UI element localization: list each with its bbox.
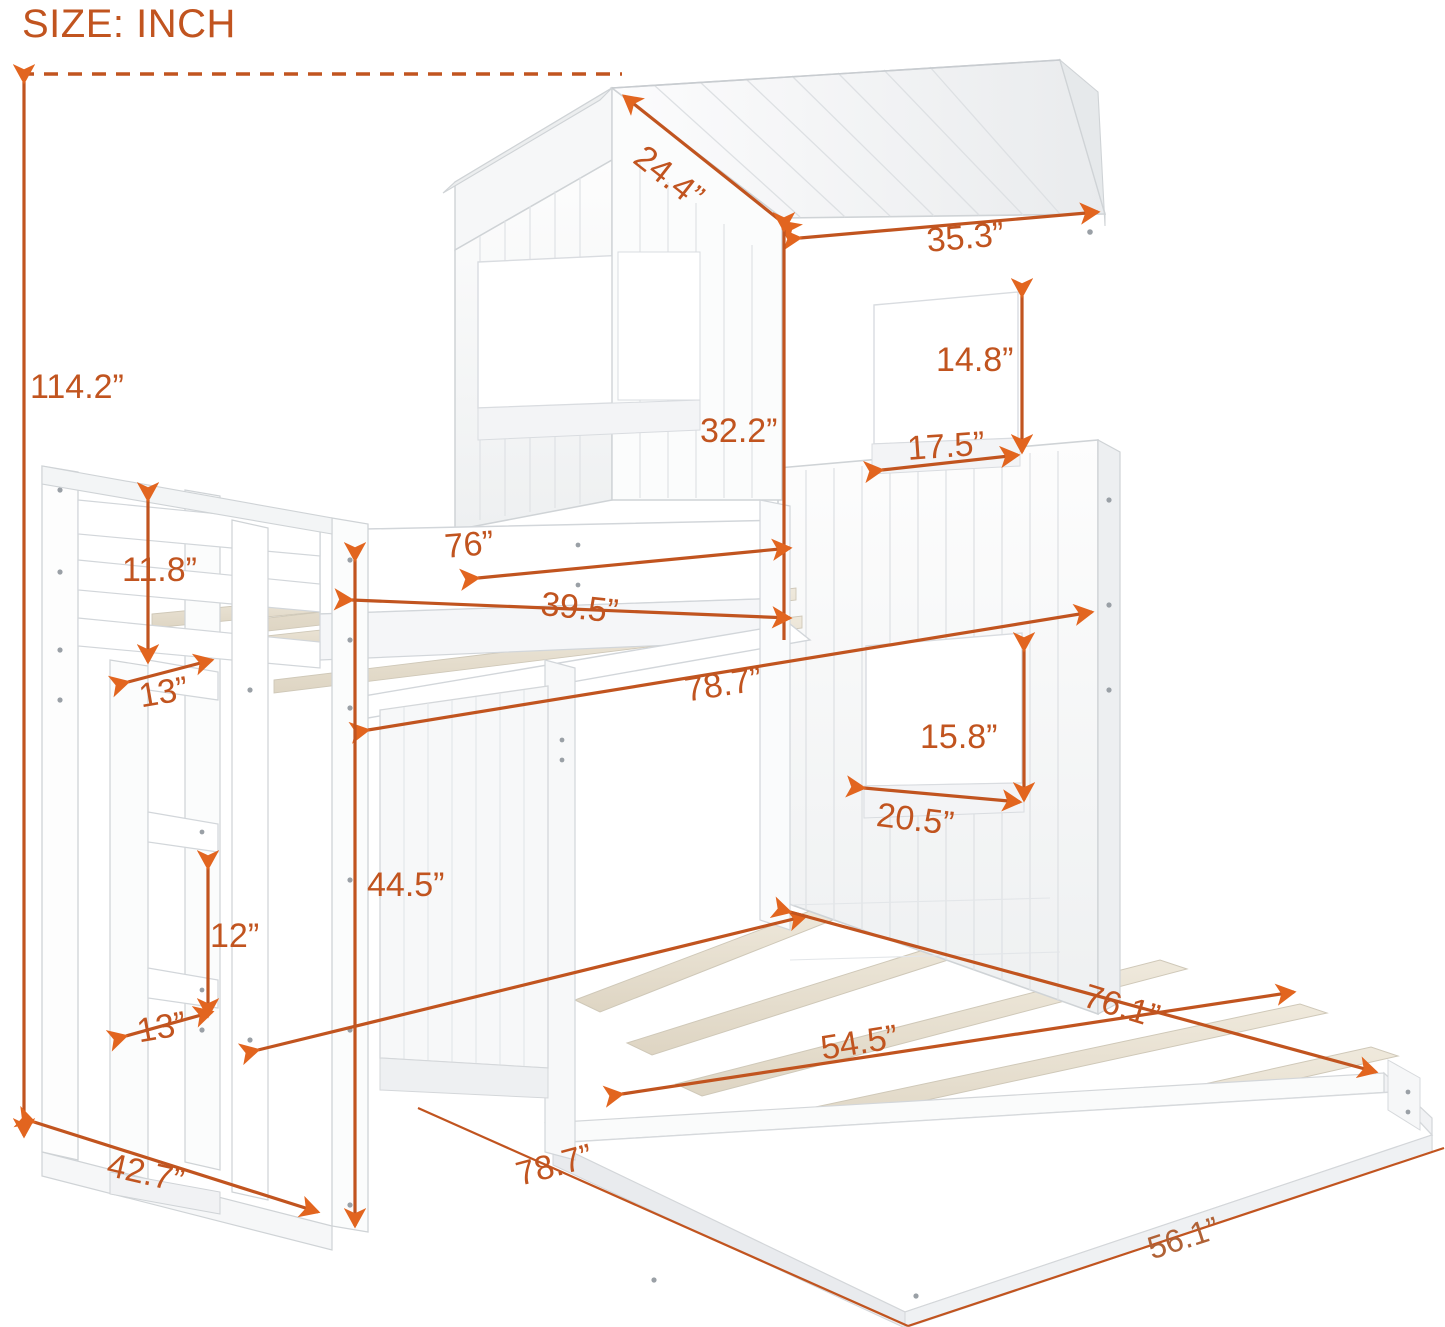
- dim-13-bottom: [105, 1006, 215, 1052]
- dim-20-5: [845, 775, 1023, 812]
- label-17-5: 17.5”: [906, 424, 986, 468]
- house-right-wall: [777, 291, 1121, 1016]
- dim-24-4: [621, 94, 803, 242]
- label-14-8: 14.8”: [936, 341, 1014, 379]
- dim-78-7-bottom-outline: [417, 1106, 909, 1327]
- dim-78-7-lower: [237, 909, 809, 1066]
- label-114-2: 114.2”: [30, 368, 124, 406]
- label-39-5: 39.5”: [539, 585, 621, 631]
- label-32-2: 32.2”: [700, 412, 778, 450]
- dim-76: [459, 538, 793, 591]
- label-11-8: 11.8”: [122, 551, 197, 589]
- label-35-3: 35.3”: [925, 215, 1006, 260]
- label-15-8: 15.8”: [920, 718, 998, 756]
- size-unit-title: SIZE: INCH: [22, 2, 236, 46]
- bunk-front-leg: [231, 519, 269, 1201]
- dim-54-5: [602, 983, 1297, 1108]
- dim-35-3: [781, 202, 1101, 251]
- dim-56-1-outline: [907, 1146, 1445, 1327]
- dim-17-5: [862, 445, 1021, 484]
- dim-42-7: [13, 1105, 321, 1218]
- dim-13-top: [107, 653, 215, 698]
- label-44-5: 44.5”: [367, 866, 445, 904]
- dim-78-7-upper: [348, 603, 1095, 744]
- label-12: 12”: [210, 917, 260, 955]
- dimension-lines: [12, 64, 1445, 1327]
- label-76: 76”: [443, 523, 496, 566]
